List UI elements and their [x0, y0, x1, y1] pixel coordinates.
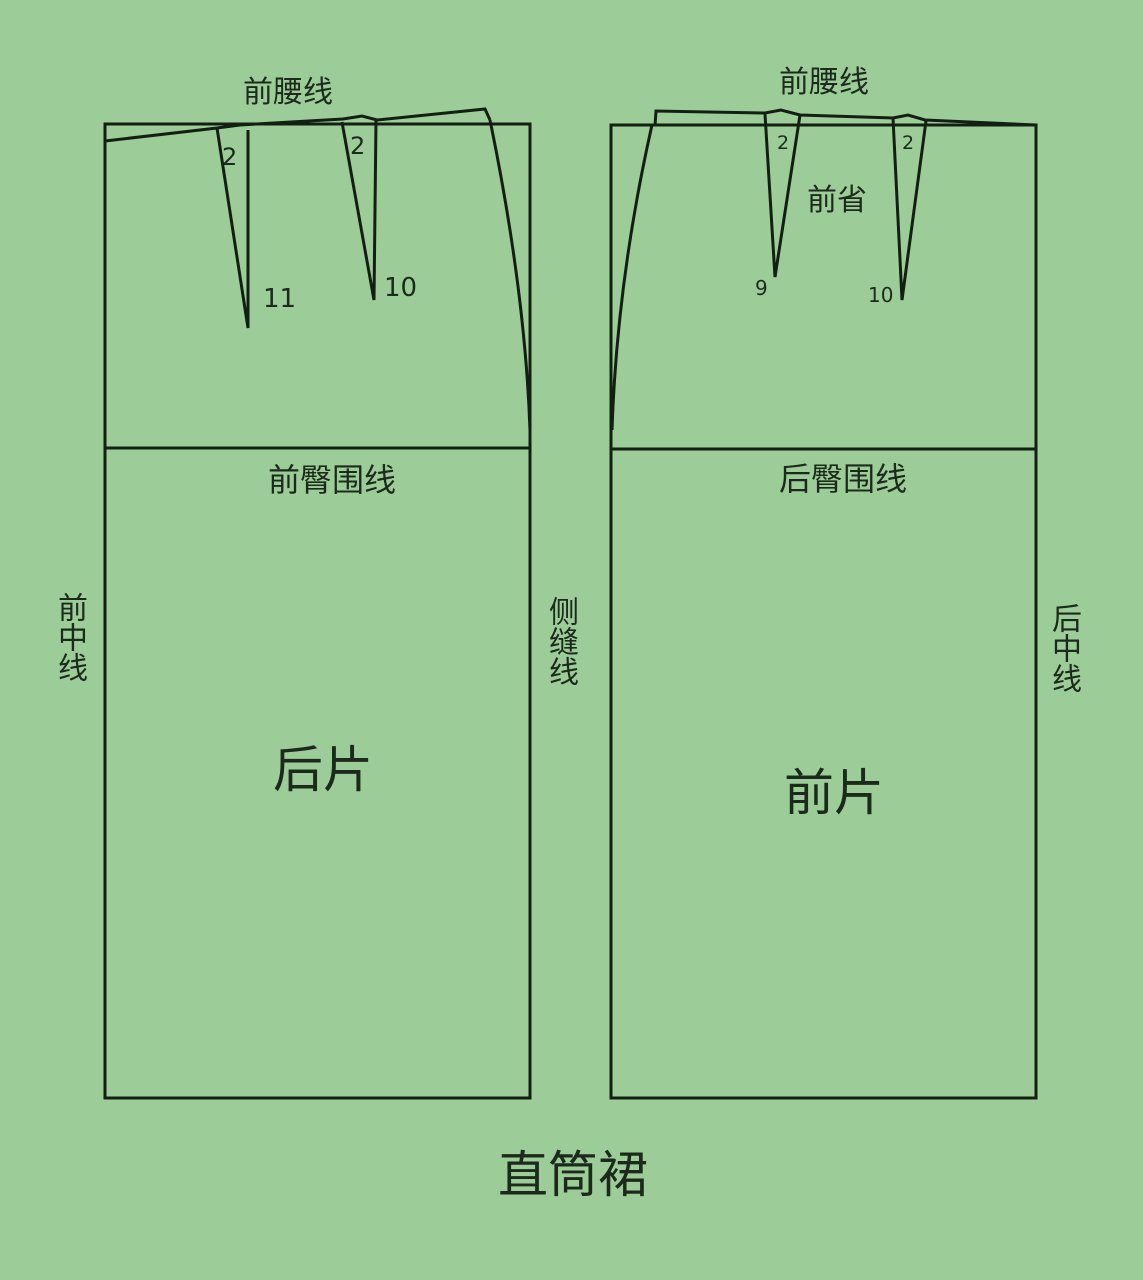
right-dart-label: 前省 — [807, 183, 867, 218]
right-dart-1-length: 9 — [755, 276, 768, 300]
right-piece-label: 前片 — [784, 764, 884, 822]
left-waist-label: 前腰线 — [243, 75, 333, 110]
left-side-seam-curve — [488, 119, 532, 431]
diagram-title: 直筒裙 — [498, 1146, 648, 1204]
right-dart-2-length: 10 — [868, 283, 894, 307]
left-panel-outline — [103, 122, 532, 1100]
left-dart-2-width: 2 — [350, 132, 366, 160]
left-dart-2 — [340, 119, 378, 301]
left-piece-label: 后片 — [273, 741, 373, 799]
left-hip-label: 前臀围线 — [268, 461, 397, 499]
right-panel-outline — [609, 123, 1038, 1100]
left-dart-1-width: 2 — [222, 143, 238, 171]
left-center-label: 前中线 — [52, 592, 87, 682]
left-dart-1 — [215, 127, 250, 329]
left-side-seam-label: 侧缝线 — [543, 596, 578, 686]
right-dart-2-width: 2 — [902, 132, 915, 154]
right-dart-1 — [763, 113, 802, 278]
right-side-seam-curve — [610, 124, 654, 431]
right-dart-2 — [891, 117, 928, 301]
right-hip-label: 后臀围线 — [779, 460, 908, 498]
right-center-label: 后中线 — [1046, 603, 1081, 693]
left-dart-2-length: 10 — [384, 273, 418, 303]
right-waist-label: 前腰线 — [779, 65, 869, 100]
left-dart-1-length: 11 — [263, 284, 297, 314]
right-dart-1-width: 2 — [777, 132, 790, 154]
left-waist-curve — [104, 107, 492, 143]
